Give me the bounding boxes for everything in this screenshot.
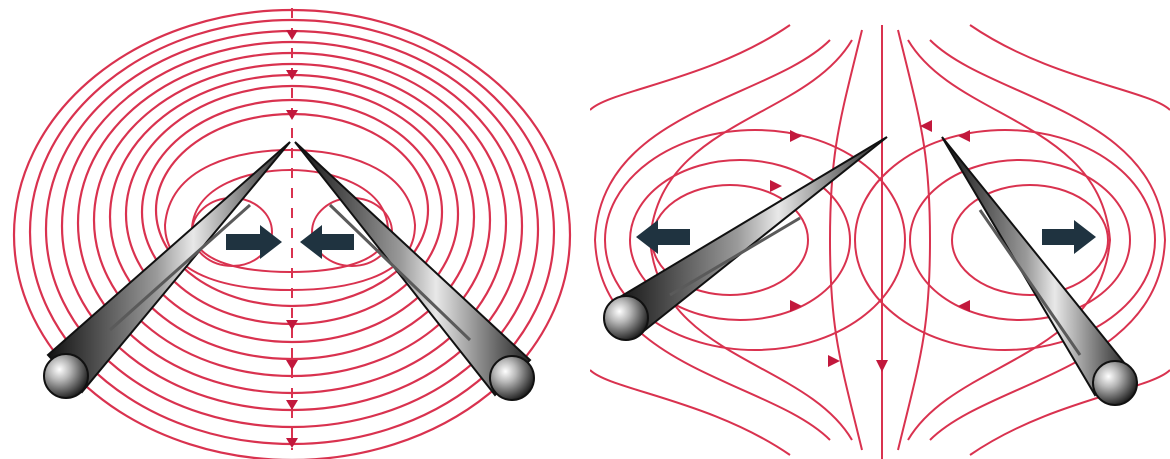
field-line-arrowhead xyxy=(790,130,802,142)
force-arrows xyxy=(226,225,354,259)
field-line-arrowhead xyxy=(828,355,840,367)
panel-repulsion xyxy=(590,0,1170,459)
force-arrow-right-icon xyxy=(1042,220,1096,254)
field-line-arrowhead xyxy=(958,300,970,312)
force-arrow-right-icon xyxy=(226,225,282,259)
conductor-right xyxy=(942,137,1137,405)
field-line-arrowhead xyxy=(286,360,298,370)
force-arrow-left-icon xyxy=(636,220,690,254)
field-line-arrowhead xyxy=(770,180,782,192)
field-line-arrowhead xyxy=(286,30,298,40)
force-arrow-left-icon xyxy=(300,225,354,259)
field-line-arrowhead xyxy=(286,400,298,410)
field-arrowheads xyxy=(770,120,970,372)
panel-attraction xyxy=(0,0,590,459)
field-line-arrowhead xyxy=(790,300,802,312)
field-line-arrowhead xyxy=(876,360,888,372)
field-line-arrowhead xyxy=(958,130,970,142)
repulsion-diagram xyxy=(590,0,1170,459)
attraction-diagram xyxy=(0,0,590,459)
